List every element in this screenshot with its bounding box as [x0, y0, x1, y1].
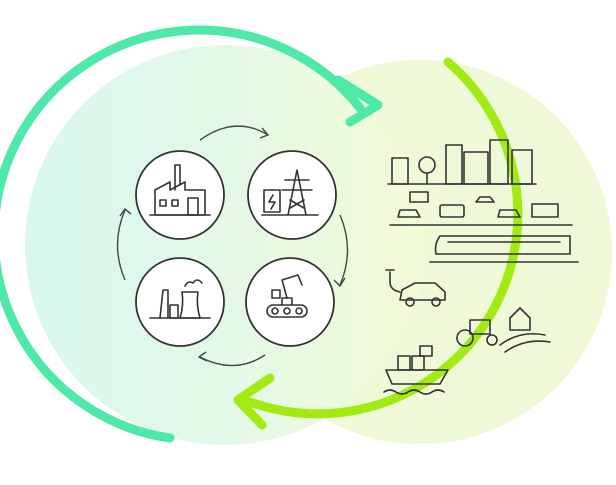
- teal-arrowhead-icon: [333, 75, 383, 127]
- power-pylon-icon: [247, 150, 337, 240]
- teal-cycle-arc: [0, 25, 365, 443]
- city-buildings-icon: [387, 139, 537, 185]
- lime-cycle-arc: [245, 57, 523, 419]
- cargo-ship-icon: [383, 345, 449, 395]
- robot-arm-icon: [245, 257, 335, 347]
- left-circle-fill: [25, 45, 425, 445]
- electric-car-icon: [385, 269, 446, 307]
- power-plant-icon: [135, 257, 225, 347]
- agriculture-icon: [456, 307, 551, 353]
- factory-icon: [135, 150, 225, 240]
- road-traffic-icon: [389, 191, 573, 226]
- lime-arrowhead-icon: [233, 373, 275, 430]
- inner-cycle-arrows: [116, 125, 349, 367]
- train-icon: [429, 235, 579, 263]
